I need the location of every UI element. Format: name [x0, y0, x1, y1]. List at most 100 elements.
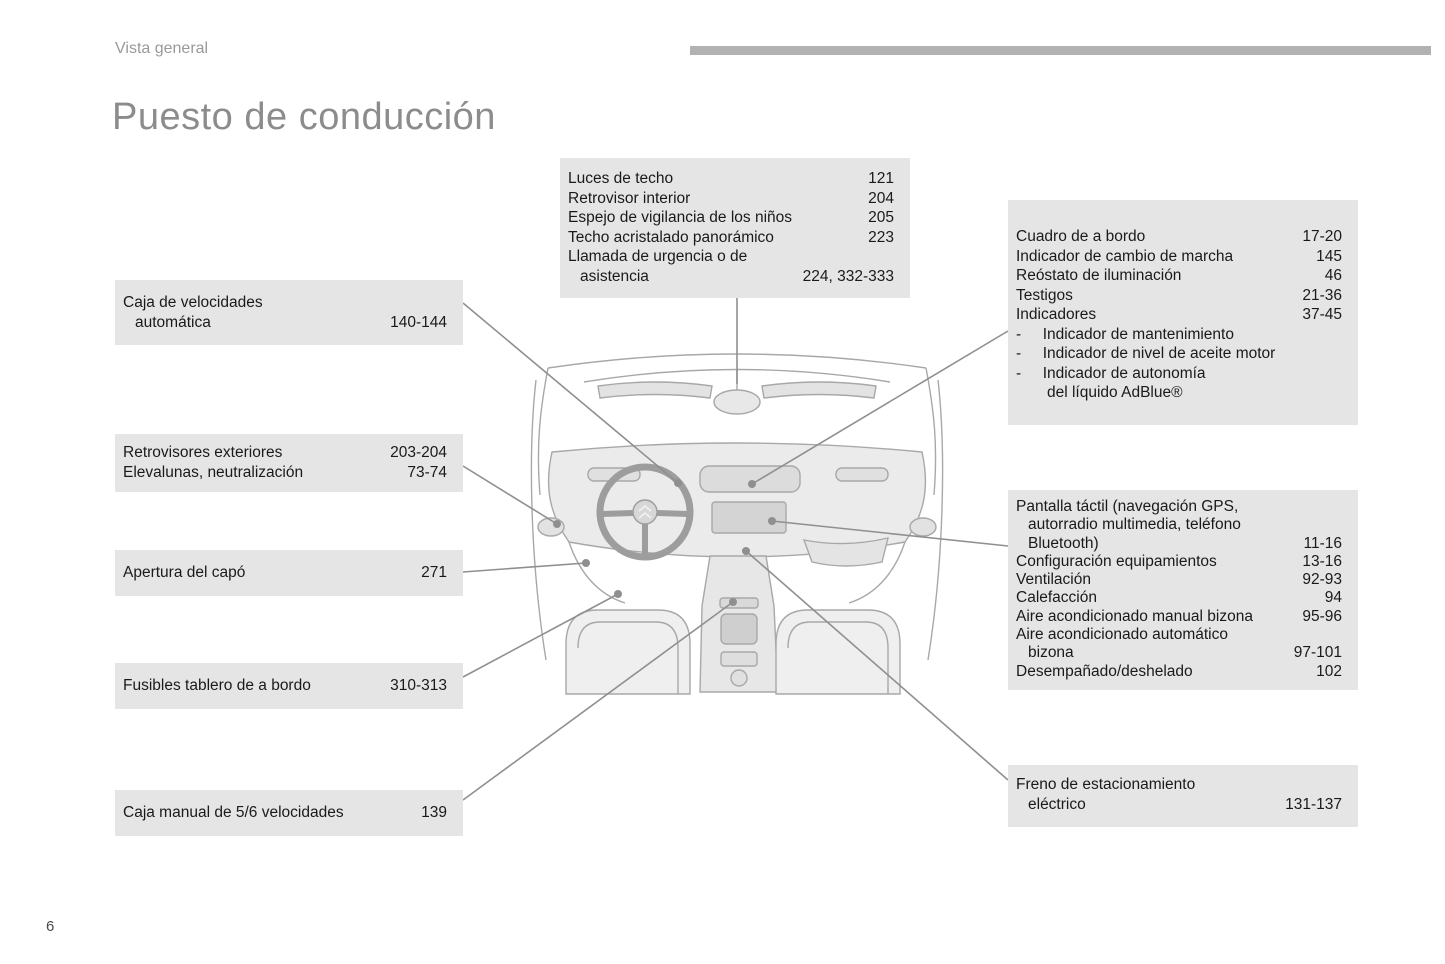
callout-instrument-cluster: Cuadro de a bordo 17-20 Indicador de camb…: [1008, 200, 1358, 425]
passenger-seat: [775, 609, 901, 695]
dashboard: [547, 442, 927, 558]
door-mirror-left: [537, 517, 565, 537]
instrument-cluster-display: [699, 465, 801, 493]
manual-entry: Bluetooth) 11-16: [1016, 535, 1342, 553]
entry-page-ref: 94: [1324, 589, 1342, 607]
center-console: [699, 555, 779, 693]
entry-label: Caja manual de 5/6 velocidades: [123, 804, 344, 822]
car-interior-drawing: [530, 353, 944, 695]
entry-page-ref: 224, 332-333: [802, 267, 894, 285]
entry-label: - Indicador de autonomía: [1016, 364, 1206, 382]
air-vent-right: [835, 467, 889, 482]
entry-page-ref: 21-36: [1302, 286, 1342, 304]
manual-entry: Cuadro de a bordo 17-20: [1016, 227, 1342, 247]
entry-page-ref: 131-137: [1285, 795, 1342, 813]
entry-label: Calefacción: [1016, 589, 1097, 607]
door-mirror-right: [909, 517, 937, 537]
manual-entry: Configuración equipamientos 13-16: [1016, 553, 1342, 571]
page-title: Puesto de conducción: [112, 96, 496, 138]
manual-entry: Caja de velocidades: [123, 293, 447, 313]
entry-label: Elevalunas, neutralización: [123, 463, 304, 481]
entry-label: Freno de estacionamiento: [1016, 776, 1196, 793]
entry-label: Configuración equipamientos: [1016, 552, 1217, 570]
manual-entry: Pantalla táctil (navegación GPS,: [1016, 498, 1342, 516]
a-pillar-left: [537, 367, 549, 496]
entry-label: del líquido AdBlue®: [1047, 384, 1183, 401]
roof-edge: [547, 353, 927, 369]
entry-page-ref: 13-16: [1302, 552, 1342, 570]
entry-label: - Indicador de nivel de aceite motor: [1016, 345, 1276, 362]
entry-page-ref: 140-144: [390, 313, 447, 331]
door-right: [927, 379, 944, 661]
entry-label: - Indicador de mantenimiento: [1016, 325, 1234, 343]
entry-label: Apertura del capó: [123, 564, 246, 582]
entry-label: Cuadro de a bordo: [1016, 228, 1146, 245]
steering-wheel: [596, 463, 694, 561]
entry-label: Ventilación: [1016, 571, 1091, 589]
entry-label: Caja de velocidades: [123, 294, 263, 311]
manual-entry: Techo acristalado panorámico 223: [568, 228, 894, 248]
entry-page-ref: 73-74: [407, 463, 447, 481]
sun-visor-left: [597, 381, 713, 399]
leader-line-manual-gearbox: [462, 601, 734, 801]
manual-entry: autorradio multimedia, teléfono: [1016, 516, 1342, 534]
entry-page-ref: 11-16: [1303, 534, 1343, 552]
leader-line-fuses: [462, 593, 619, 678]
touchscreen-display: [711, 501, 787, 534]
leader-line-parking-brake: [745, 550, 1009, 781]
manual-entry: - Indicador de nivel de aceite motor: [1016, 344, 1342, 364]
entry-label: Indicador de cambio de marcha: [1016, 247, 1234, 265]
manual-entry: Llamada de urgencia o de: [568, 247, 894, 267]
entry-label: Luces de techo: [568, 170, 674, 187]
entry-page-ref: 121: [868, 170, 894, 187]
manual-entry: del líquido AdBlue®: [1016, 383, 1342, 403]
lower-dash-right: [848, 541, 906, 604]
manual-entry: Freno de estacionamiento: [1016, 775, 1342, 795]
entry-page-ref: 223: [868, 228, 894, 246]
manual-entry: - Indicador de autonomía: [1016, 364, 1342, 384]
entry-page-ref: 203-204: [390, 444, 447, 461]
entry-label: Techo acristalado panorámico: [568, 228, 774, 246]
manual-entry: Elevalunas, neutralización 73-74: [123, 463, 447, 483]
leader-line-cluster: [751, 330, 1009, 485]
entry-page-ref: 102: [1316, 662, 1342, 680]
door-left: [530, 379, 547, 661]
callout-touchscreen: Pantalla táctil (navegación GPS, autorra…: [1008, 490, 1358, 690]
leader-line-auto-gearbox: [462, 302, 679, 484]
page-number: 6: [46, 918, 55, 935]
entry-label: Indicadores: [1016, 306, 1097, 323]
header-rule: [690, 46, 1431, 55]
leader-lines: [462, 298, 1009, 801]
manual-entry: eléctrico 131-137: [1016, 795, 1342, 815]
sun-visor-right: [761, 381, 877, 399]
entry-label: Reóstato de iluminación: [1016, 267, 1182, 284]
entry-label: asistencia: [580, 267, 649, 285]
a-pillar-right: [925, 367, 937, 496]
manual-entry: Luces de techo 121: [568, 169, 894, 189]
glovebox: [802, 537, 889, 567]
entry-label: Bluetooth): [1028, 534, 1099, 552]
entry-label: Espejo de vigilancia de los niños: [568, 209, 793, 226]
entry-page-ref: 145: [1316, 247, 1342, 265]
lower-dash-left: [568, 541, 626, 604]
entry-label: automática: [135, 313, 211, 331]
entry-label: eléctrico: [1028, 795, 1086, 813]
manual-entry: Ventilación 92-93: [1016, 571, 1342, 589]
manual-entry: asistencia 224, 332-333: [568, 267, 894, 287]
entry-page-ref: 17-20: [1302, 228, 1342, 245]
entry-page-ref: 92-93: [1302, 571, 1342, 589]
entry-page-ref: 95-96: [1302, 607, 1342, 625]
